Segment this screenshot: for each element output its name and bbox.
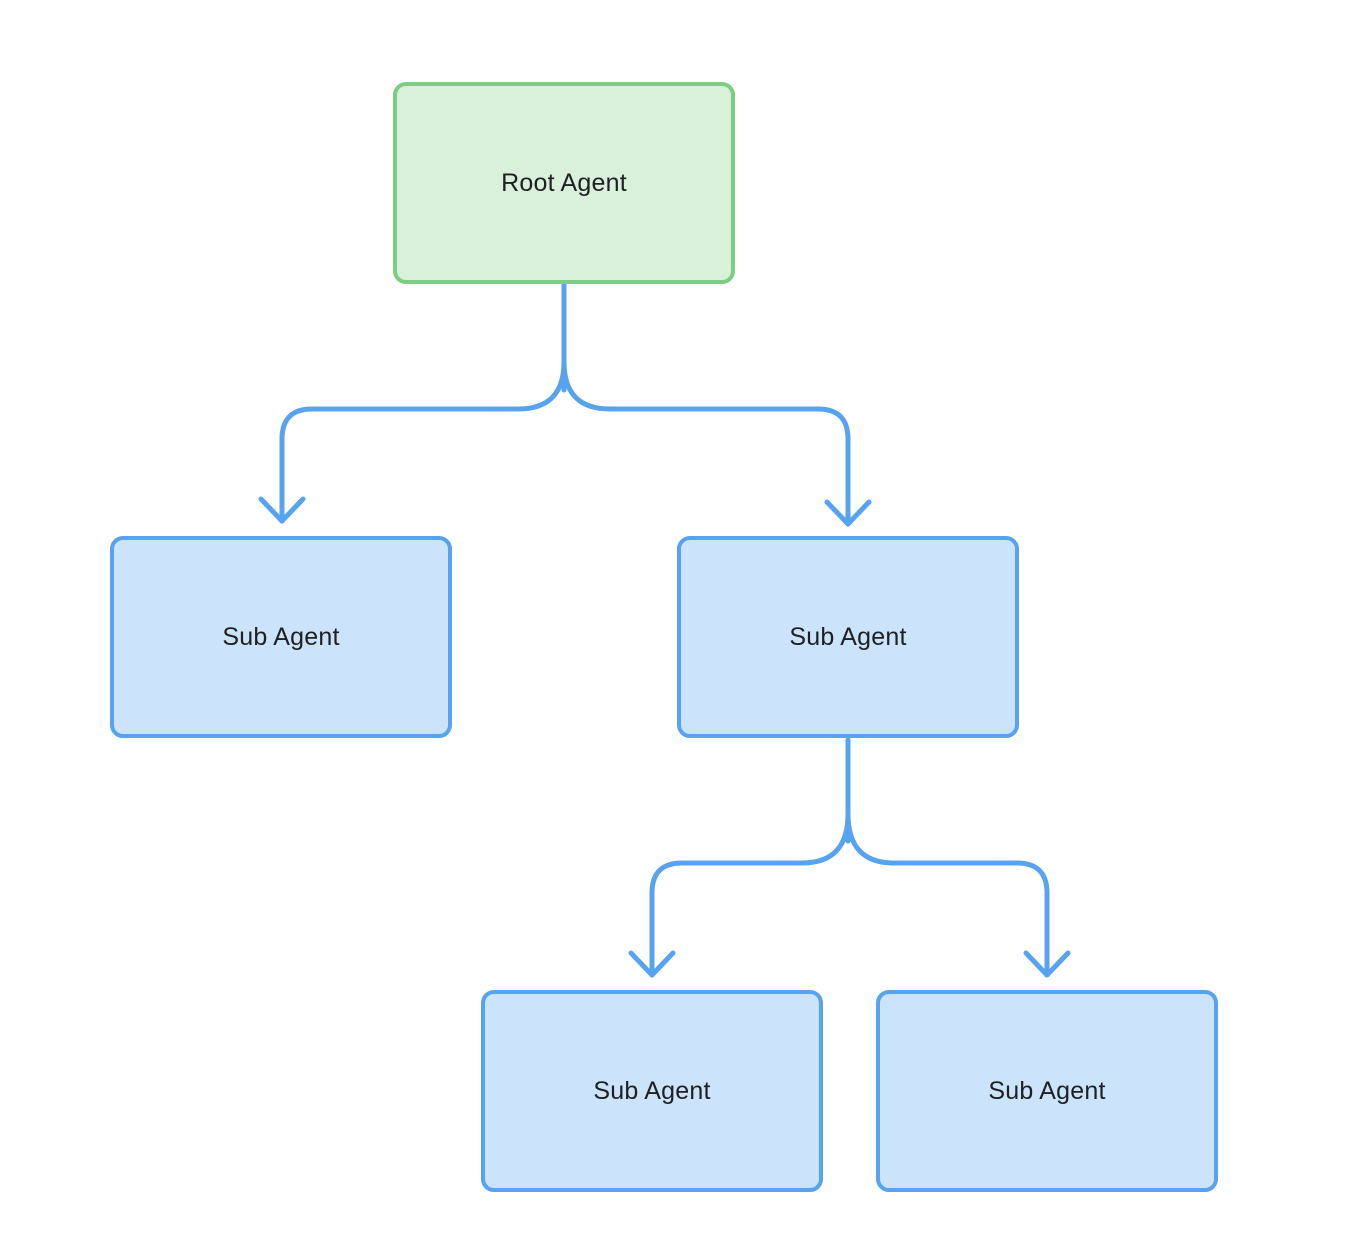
node-sub-agent-left: Sub Agent xyxy=(110,536,452,738)
node-sub-agent-bottom-left-label: Sub Agent xyxy=(593,1076,711,1105)
node-sub-agent-right-label: Sub Agent xyxy=(789,622,907,651)
edge-root-to-subagents xyxy=(258,281,872,527)
node-root-agent-label: Root Agent xyxy=(501,168,627,197)
node-sub-agent-bottom-right-label: Sub Agent xyxy=(988,1076,1106,1105)
edge-branch-root-left xyxy=(279,359,567,524)
arrowhead-icon xyxy=(258,496,306,524)
edge-branch-sub-left xyxy=(649,811,851,978)
node-sub-agent-right: Sub Agent xyxy=(677,536,1019,738)
node-sub-agent-bottom-right: Sub Agent xyxy=(876,990,1218,1192)
node-sub-agent-bottom-left: Sub Agent xyxy=(481,990,823,1192)
arrowhead-icon xyxy=(628,950,676,978)
node-root-agent: Root Agent xyxy=(393,82,735,284)
edge-branch-sub-right xyxy=(845,811,1050,978)
arrowhead-icon xyxy=(1023,950,1071,978)
arrowhead-icon xyxy=(824,499,872,527)
edge-branch-root-right xyxy=(561,359,851,527)
node-sub-agent-left-label: Sub Agent xyxy=(222,622,340,651)
edge-subagent-to-subagents xyxy=(628,737,1071,978)
